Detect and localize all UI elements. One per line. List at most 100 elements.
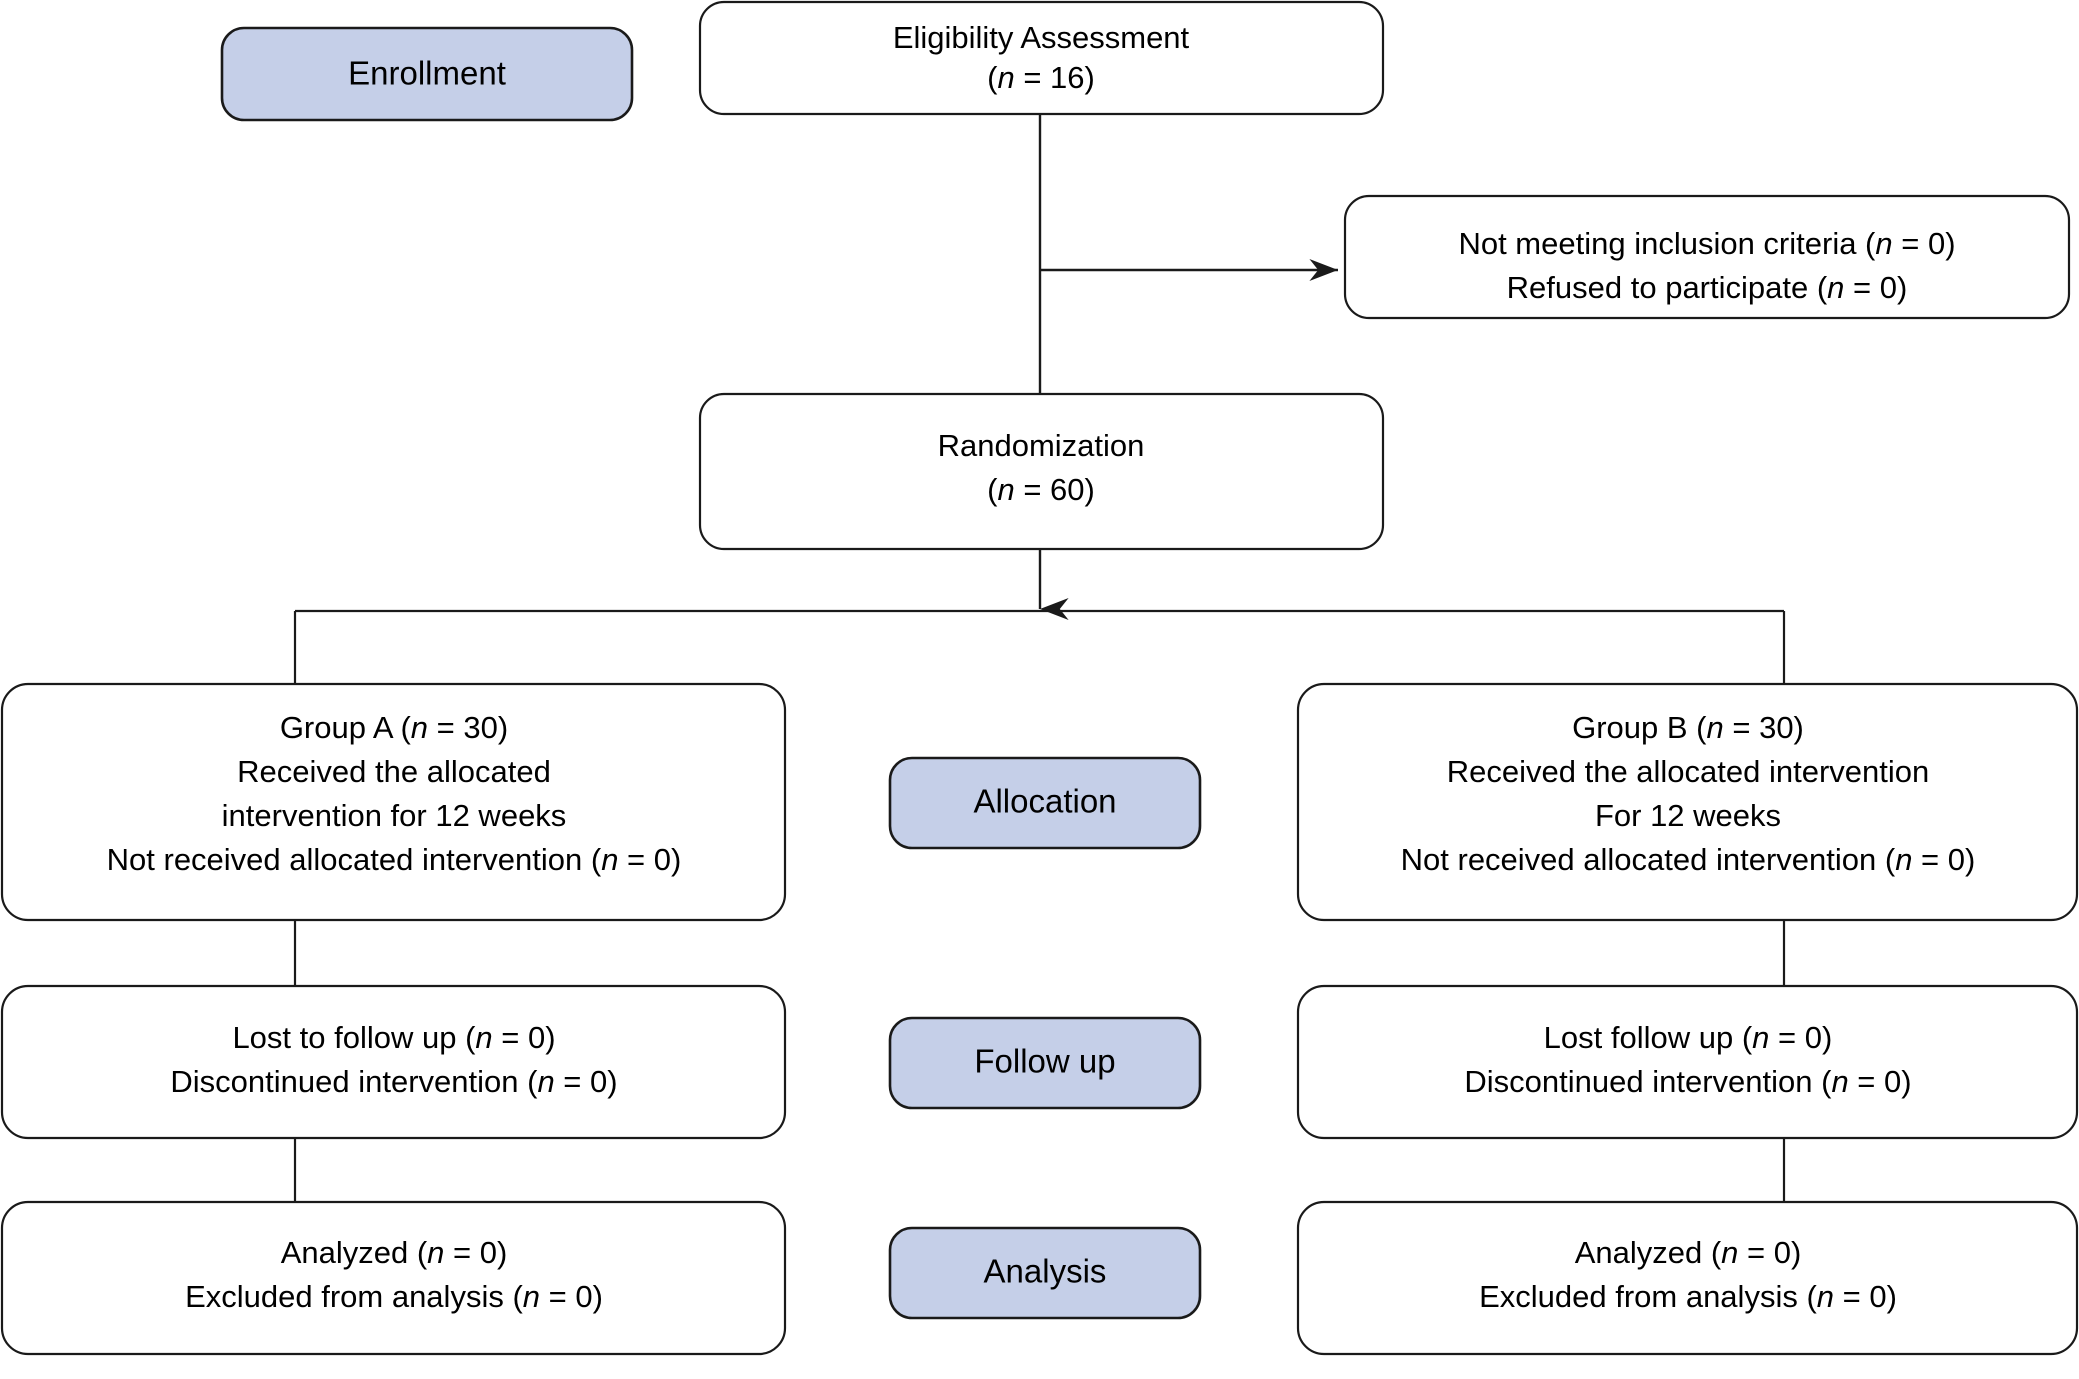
node-eligibility-assessment-line1: Eligibility Assessment bbox=[893, 20, 1190, 55]
node-followup-a-rect bbox=[0, 984, 787, 1140]
node-analysis-b-line2: Excluded from analysis (n = 0) bbox=[1479, 1279, 1897, 1314]
analysis-b-line1-post: = 0) bbox=[1738, 1235, 1801, 1270]
analysis-b-line2-post: = 0) bbox=[1834, 1279, 1897, 1314]
group-b-line4-post: = 0) bbox=[1912, 842, 1975, 877]
analysis-b-line1-italic: n bbox=[1721, 1235, 1738, 1270]
node-analysis-a-rect bbox=[0, 1200, 787, 1356]
node-randomization[interactable]: Randomization (n = 60) bbox=[698, 392, 1385, 551]
node-followup-b-line1: Lost follow up (n = 0) bbox=[1544, 1020, 1833, 1055]
group-a-line1-pre: Group A ( bbox=[280, 710, 412, 745]
followup-b-line1-post: = 0) bbox=[1769, 1020, 1832, 1055]
stage-label-allocation[interactable]: Allocation bbox=[888, 756, 1202, 850]
connector-allocation-split bbox=[293, 609, 1786, 687]
node-analysis-a[interactable]: Analyzed (n = 0) Excluded from analysis … bbox=[0, 1200, 787, 1356]
node-analysis-b-line1: Analyzed (n = 0) bbox=[1575, 1235, 1802, 1270]
followup-b-line2-post: = 0) bbox=[1849, 1064, 1912, 1099]
excluded-line2-italic: n bbox=[1827, 270, 1844, 305]
analysis-b-line2-pre: Excluded from analysis ( bbox=[1479, 1279, 1817, 1314]
node-excluded-line2: Refused to participate (n = 0) bbox=[1507, 270, 1908, 305]
node-analysis-b-rect bbox=[1296, 1200, 2079, 1356]
stage-label-enrollment[interactable]: Enrollment bbox=[220, 26, 634, 122]
stage-label-analysis-rect bbox=[888, 1226, 1202, 1320]
randomization-line2-pre: ( bbox=[987, 472, 998, 507]
group-b-line1-post: = 30) bbox=[1724, 710, 1804, 745]
followup-a-line1-pre: Lost to follow up ( bbox=[232, 1020, 476, 1055]
eligibility-line2-pre: ( bbox=[987, 60, 998, 95]
group-a-line4-post: = 0) bbox=[618, 842, 681, 877]
excluded-line2-pre: Refused to participate ( bbox=[1507, 270, 1828, 305]
randomization-line2-italic: n bbox=[997, 472, 1014, 507]
node-excluded-line1: Not meeting inclusion criteria (n = 0) bbox=[1458, 226, 1955, 261]
node-group-a-line1: Group A (n = 30) bbox=[280, 710, 508, 745]
group-b-line4-pre: Not received allocated intervention ( bbox=[1401, 842, 1896, 877]
excluded-line2-post: = 0) bbox=[1844, 270, 1907, 305]
node-followup-a-line1: Lost to follow up (n = 0) bbox=[232, 1020, 555, 1055]
node-followup-a-line2: Discontinued intervention (n = 0) bbox=[170, 1064, 617, 1099]
group-a-line1-post: = 30) bbox=[428, 710, 508, 745]
followup-b-line1-pre: Lost follow up ( bbox=[1544, 1020, 1753, 1055]
group-a-line4-pre: Not received allocated intervention ( bbox=[107, 842, 602, 877]
stage-label-follow-up-text: Follow up bbox=[974, 1043, 1115, 1080]
node-followup-b-rect bbox=[1296, 984, 2079, 1140]
node-group-b-rect bbox=[1296, 682, 2079, 922]
randomization-line2-post: = 60) bbox=[1015, 472, 1095, 507]
node-eligibility-assessment-rect bbox=[698, 0, 1385, 116]
node-group-a-line2: Received the allocated bbox=[237, 754, 551, 789]
node-excluded[interactable]: Not meeting inclusion criteria (n = 0) R… bbox=[1343, 194, 2071, 320]
node-group-a[interactable]: Group A (n = 30) Received the allocated … bbox=[0, 682, 787, 922]
excluded-line1-italic: n bbox=[1875, 226, 1892, 261]
excluded-line1-pre: Not meeting inclusion criteria ( bbox=[1458, 226, 1876, 261]
stage-label-analysis-text: Analysis bbox=[984, 1253, 1107, 1290]
stage-label-analysis[interactable]: Analysis bbox=[888, 1226, 1202, 1320]
node-followup-a[interactable]: Lost to follow up (n = 0) Discontinued i… bbox=[0, 984, 787, 1140]
analysis-a-line2-pre: Excluded from analysis ( bbox=[185, 1279, 523, 1314]
node-analysis-b[interactable]: Analyzed (n = 0) Excluded from analysis … bbox=[1296, 1200, 2079, 1356]
analysis-a-line1-post: = 0) bbox=[444, 1235, 507, 1270]
node-eligibility-assessment[interactable]: Eligibility Assessment (n = 16) bbox=[698, 0, 1385, 116]
node-randomization-rect bbox=[698, 392, 1385, 551]
followup-a-line2-pre: Discontinued intervention ( bbox=[170, 1064, 538, 1099]
followup-b-line1-italic: n bbox=[1752, 1020, 1769, 1055]
node-group-a-rect bbox=[0, 682, 787, 922]
node-group-b-line2: Received the allocated intervention bbox=[1447, 754, 1930, 789]
analysis-a-line1-italic: n bbox=[427, 1235, 444, 1270]
node-group-b-line3: For 12 weeks bbox=[1595, 798, 1781, 833]
followup-a-line1-italic: n bbox=[475, 1020, 492, 1055]
stage-label-enrollment-text: Enrollment bbox=[348, 55, 506, 92]
group-a-line4-italic: n bbox=[601, 842, 618, 877]
node-randomization-line2: (n = 60) bbox=[987, 472, 1095, 507]
analysis-b-line2-italic: n bbox=[1817, 1279, 1834, 1314]
stage-label-follow-up[interactable]: Follow up bbox=[888, 1016, 1202, 1110]
node-followup-b[interactable]: Lost follow up (n = 0) Discontinued inte… bbox=[1296, 984, 2079, 1140]
node-analysis-a-line1: Analyzed (n = 0) bbox=[281, 1235, 508, 1270]
followup-b-line2-pre: Discontinued intervention ( bbox=[1464, 1064, 1832, 1099]
node-group-a-line3: intervention for 12 weeks bbox=[222, 798, 567, 833]
stage-label-enrollment-rect bbox=[220, 26, 634, 122]
excluded-line1-post: = 0) bbox=[1893, 226, 1956, 261]
node-randomization-line1: Randomization bbox=[938, 428, 1145, 463]
followup-b-line2-italic: n bbox=[1831, 1064, 1848, 1099]
node-group-b-line4: Not received allocated intervention (n =… bbox=[1401, 842, 1976, 877]
stage-label-allocation-text: Allocation bbox=[973, 783, 1116, 820]
followup-a-line1-post: = 0) bbox=[493, 1020, 556, 1055]
eligibility-line2-post: = 16) bbox=[1015, 60, 1095, 95]
stage-label-allocation-rect bbox=[888, 756, 1202, 850]
node-group-a-line4: Not received allocated intervention (n =… bbox=[107, 842, 682, 877]
group-b-line1-pre: Group B ( bbox=[1572, 710, 1707, 745]
analysis-a-line1-pre: Analyzed ( bbox=[281, 1235, 428, 1270]
stage-label-follow-up-rect bbox=[888, 1016, 1202, 1110]
group-a-line1-italic: n bbox=[411, 710, 428, 745]
group-b-line1-italic: n bbox=[1707, 710, 1724, 745]
node-analysis-a-line2: Excluded from analysis (n = 0) bbox=[185, 1279, 603, 1314]
node-followup-b-line2: Discontinued intervention (n = 0) bbox=[1464, 1064, 1911, 1099]
eligibility-line2-italic: n bbox=[997, 60, 1014, 95]
node-group-b[interactable]: Group B (n = 30) Received the allocated … bbox=[1296, 682, 2079, 922]
node-eligibility-assessment-line2: (n = 16) bbox=[987, 60, 1095, 95]
followup-a-line2-post: = 0) bbox=[555, 1064, 618, 1099]
group-b-line4-italic: n bbox=[1895, 842, 1912, 877]
analysis-b-line1-pre: Analyzed ( bbox=[1575, 1235, 1722, 1270]
node-excluded-rect bbox=[1343, 194, 2071, 320]
followup-a-line2-italic: n bbox=[537, 1064, 554, 1099]
